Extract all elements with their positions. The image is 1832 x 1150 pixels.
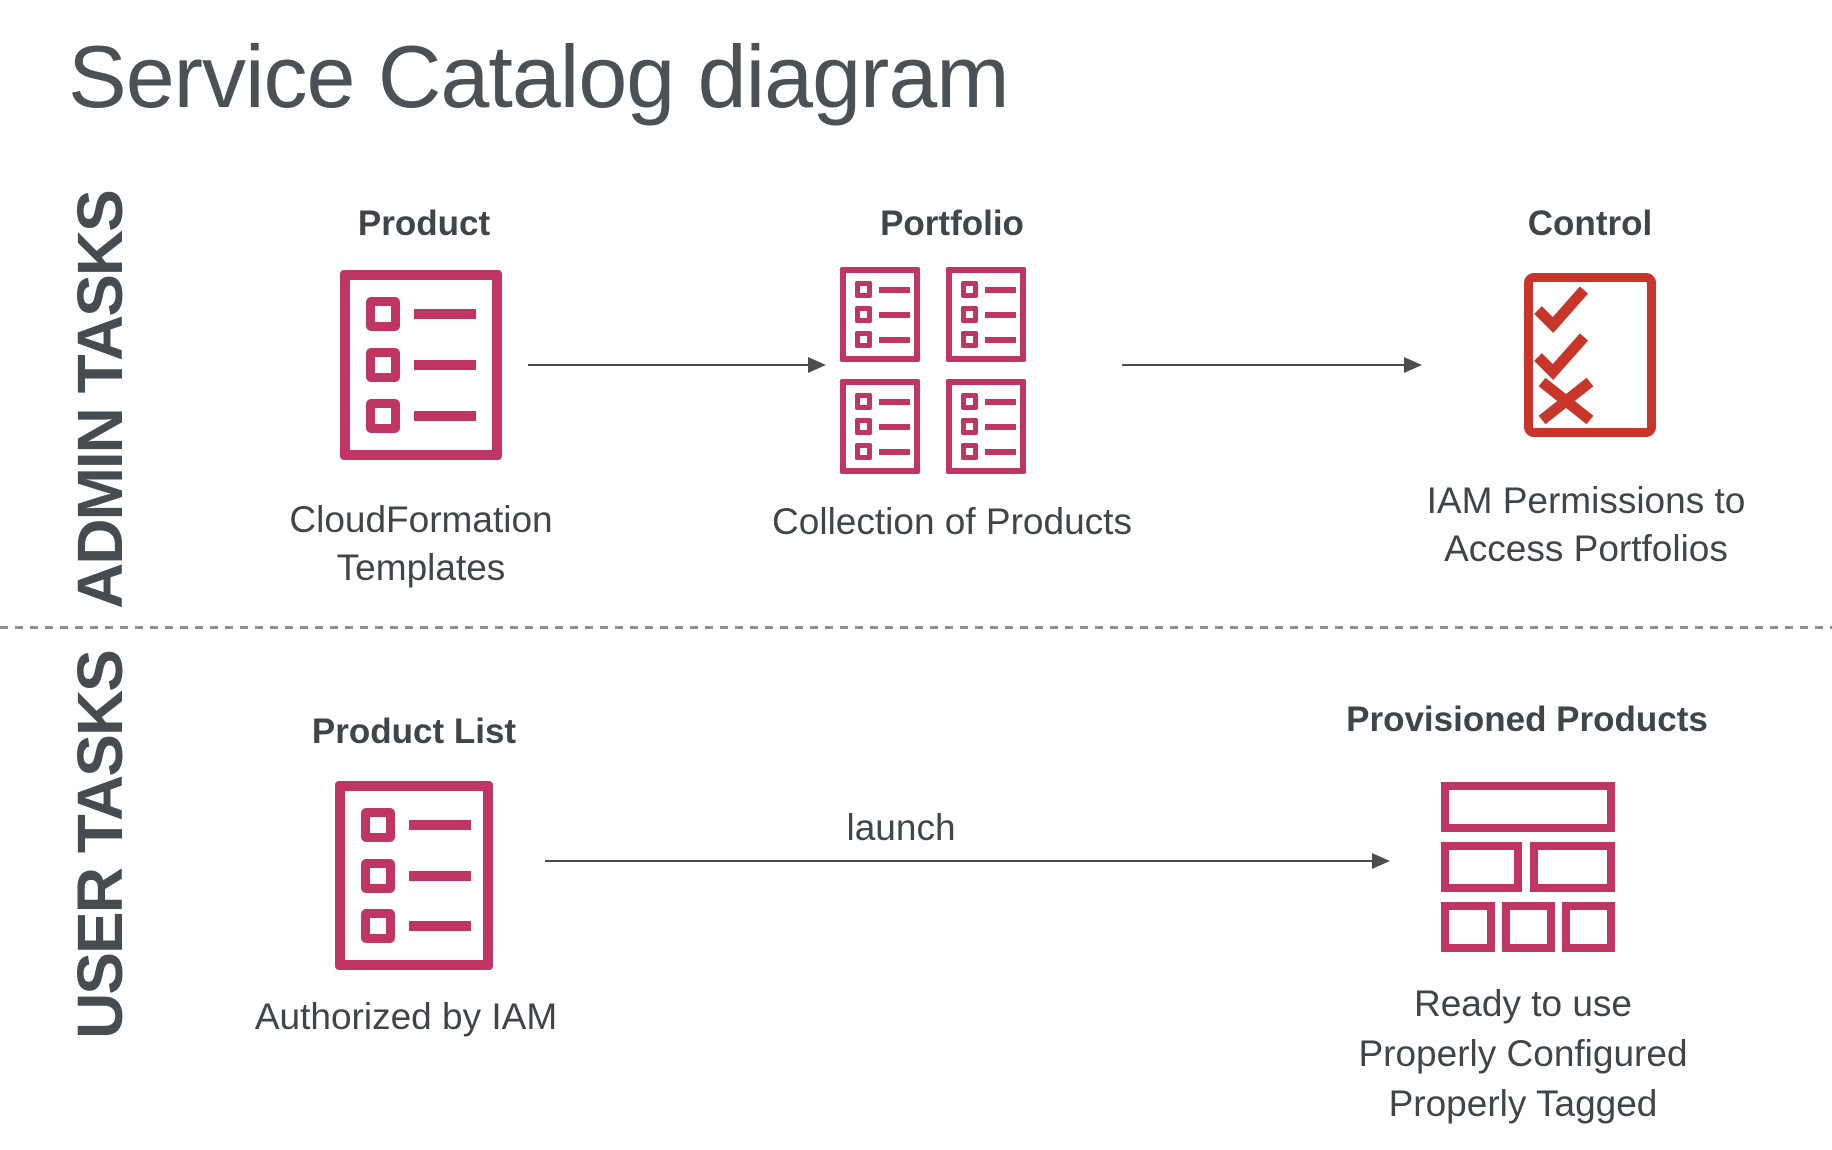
provisioned-products-heading: Provisioned Products bbox=[1346, 700, 1708, 739]
line-glyph bbox=[409, 921, 471, 932]
list-row bbox=[855, 306, 914, 323]
checkbox-square bbox=[366, 348, 400, 382]
line-glyph bbox=[879, 448, 910, 455]
product-list-document-icon bbox=[340, 270, 502, 460]
line-glyph bbox=[879, 423, 910, 430]
list-row bbox=[961, 418, 1020, 435]
list-row bbox=[855, 418, 914, 435]
checkbox-square bbox=[366, 399, 400, 433]
checkbox-square bbox=[361, 909, 395, 944]
checkbox-square bbox=[855, 418, 872, 435]
checklist-marks bbox=[1534, 286, 1594, 425]
control-checklist-icon bbox=[1524, 273, 1656, 437]
product-list-caption: Authorized by IAM bbox=[254, 996, 558, 1037]
page-title: Service Catalog diagram bbox=[68, 27, 1010, 126]
checkbox-square bbox=[961, 281, 978, 298]
checkbox-square bbox=[961, 306, 978, 323]
checkbox-square bbox=[961, 393, 978, 410]
block bbox=[1441, 842, 1522, 892]
arrow-launch bbox=[545, 853, 1390, 869]
line-glyph bbox=[985, 336, 1016, 343]
portfolio-item-icon bbox=[840, 267, 920, 362]
line-glyph bbox=[879, 398, 910, 405]
provisioned-products-caption: Ready to use Properly Configured Properl… bbox=[1358, 983, 1688, 1124]
product-heading: Product bbox=[357, 204, 491, 243]
line-glyph bbox=[985, 423, 1016, 430]
arrow-product-to-portfolio bbox=[528, 357, 826, 373]
line-glyph bbox=[879, 286, 910, 293]
checkbox-square bbox=[855, 306, 872, 323]
list-row bbox=[361, 909, 483, 944]
checkbox-square bbox=[361, 807, 395, 842]
portfolio-caption: Collection of Products bbox=[772, 501, 1132, 542]
line-glyph bbox=[879, 311, 910, 318]
line-glyph bbox=[409, 819, 471, 830]
list-row bbox=[366, 348, 492, 382]
list-row bbox=[366, 297, 492, 331]
list-row bbox=[366, 399, 492, 433]
arrow-portfolio-to-control bbox=[1122, 357, 1422, 373]
user-tasks-label: USER TASKS bbox=[52, 651, 148, 1039]
user-tasks-label-text: USER TASKS bbox=[64, 651, 136, 1039]
section-divider bbox=[0, 626, 1832, 629]
portfolio-heading: Portfolio bbox=[880, 204, 1024, 243]
list-row bbox=[855, 393, 914, 410]
checkbox-square bbox=[855, 331, 872, 348]
line-glyph bbox=[409, 870, 471, 881]
control-heading: Control bbox=[1527, 204, 1653, 243]
product-caption: CloudFormation Templates bbox=[289, 499, 553, 588]
portfolio-item-icon bbox=[946, 379, 1026, 474]
list-row bbox=[961, 281, 1020, 298]
checkbox-square bbox=[366, 297, 400, 331]
control-caption: IAM Permissions to Access Portfolios bbox=[1426, 480, 1746, 569]
product-list-document-icon bbox=[335, 781, 493, 970]
list-row bbox=[855, 443, 914, 460]
line-glyph bbox=[985, 311, 1016, 318]
provisioned-products-blocks-icon bbox=[1441, 782, 1615, 952]
product-list-heading: Product List bbox=[311, 712, 517, 751]
checkbox-square bbox=[361, 858, 395, 893]
list-row bbox=[961, 331, 1020, 348]
block bbox=[1441, 782, 1615, 832]
checkbox-square bbox=[855, 281, 872, 298]
portfolio-item-icon bbox=[840, 379, 920, 474]
checkbox-square bbox=[961, 443, 978, 460]
checkbox-square bbox=[855, 443, 872, 460]
list-row bbox=[361, 858, 483, 893]
list-row bbox=[961, 443, 1020, 460]
checkbox-square bbox=[961, 331, 978, 348]
launch-label: launch bbox=[846, 807, 956, 848]
checkbox-square bbox=[961, 418, 978, 435]
block bbox=[1562, 902, 1615, 952]
list-row bbox=[855, 281, 914, 298]
list-row bbox=[361, 807, 483, 842]
line-glyph bbox=[414, 360, 476, 370]
admin-tasks-label-text: ADMIN TASKS bbox=[64, 191, 136, 609]
list-row bbox=[961, 306, 1020, 323]
line-glyph bbox=[985, 448, 1016, 455]
line-glyph bbox=[985, 398, 1016, 405]
line-glyph bbox=[879, 336, 910, 343]
checkbox-square bbox=[855, 393, 872, 410]
line-glyph bbox=[414, 411, 476, 421]
block bbox=[1441, 902, 1495, 952]
line-glyph bbox=[985, 286, 1016, 293]
line-glyph bbox=[414, 309, 476, 319]
portfolio-item-icon bbox=[946, 267, 1026, 362]
admin-tasks-label: ADMIN TASKS bbox=[52, 191, 148, 609]
block bbox=[1530, 842, 1615, 892]
block bbox=[1502, 902, 1555, 952]
list-row bbox=[855, 331, 914, 348]
list-row bbox=[961, 393, 1020, 410]
